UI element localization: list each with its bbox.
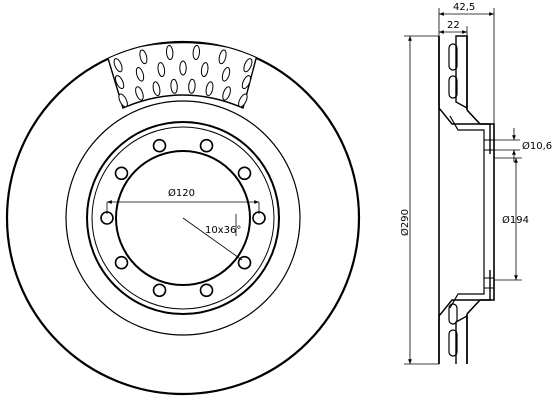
hat-step-edge	[91, 126, 275, 310]
bolt-hole	[199, 138, 214, 153]
side-dimensions	[404, 8, 522, 365]
side-view	[438, 35, 495, 364]
vent-hole	[113, 58, 123, 73]
bolt-hole	[114, 166, 129, 181]
vent-hole	[200, 62, 209, 78]
bolt-holes	[100, 138, 266, 298]
vent-slot-top-2	[448, 75, 458, 99]
vent-hole	[243, 58, 253, 73]
center-bore	[115, 150, 251, 286]
vent-slot-top-1	[448, 43, 458, 71]
bolt-hole	[152, 138, 167, 153]
vent-hole	[221, 67, 231, 82]
bolt-hole	[237, 166, 252, 181]
outer-diameter-label: Ø290	[399, 209, 411, 236]
vent-hole	[192, 45, 201, 60]
side-profile-lower	[438, 270, 491, 364]
vent-hole	[205, 81, 214, 97]
vent-hole	[152, 81, 161, 97]
bolt-hole	[152, 283, 167, 298]
vent-hole	[157, 62, 166, 78]
pcd-dimension-label: Ø120	[168, 187, 195, 199]
disc-thickness-label: 22	[447, 20, 460, 31]
vent-holes	[113, 45, 253, 108]
hat-profile	[466, 109, 495, 315]
hat-diameter-label: Ø194	[502, 214, 529, 226]
vent-slot-bottom-1	[448, 329, 458, 357]
front-dimensions	[106, 200, 260, 261]
vent-hole	[241, 75, 252, 90]
vent-slot-bottom-2	[448, 303, 458, 325]
vent-hole	[188, 78, 196, 94]
vent-hole	[179, 60, 187, 76]
bolt-hole	[114, 255, 129, 270]
vent-hole	[238, 93, 248, 108]
vent-hole	[170, 78, 178, 94]
hat-inner-profile	[449, 115, 485, 309]
vent-hole	[222, 86, 231, 101]
angle-leader-line	[182, 217, 243, 261]
side-profile-upper	[438, 35, 491, 154]
vent-hole	[135, 67, 145, 82]
vent-hole	[218, 49, 227, 65]
friction-ring-inner-edge	[65, 100, 301, 336]
vent-hole	[165, 45, 174, 60]
vent-hole	[114, 75, 125, 90]
vent-hole	[139, 49, 148, 65]
hole-diameter-label: Ø10,6	[522, 140, 552, 152]
hat-outer-edge	[86, 121, 280, 315]
bolt-hole	[199, 283, 214, 298]
vent-hole	[118, 93, 128, 108]
holes-angle-label: 10x36°	[205, 225, 241, 236]
vent-hole	[135, 86, 144, 101]
front-view	[5, 40, 361, 396]
total-thickness-label: 42,5	[453, 2, 475, 13]
